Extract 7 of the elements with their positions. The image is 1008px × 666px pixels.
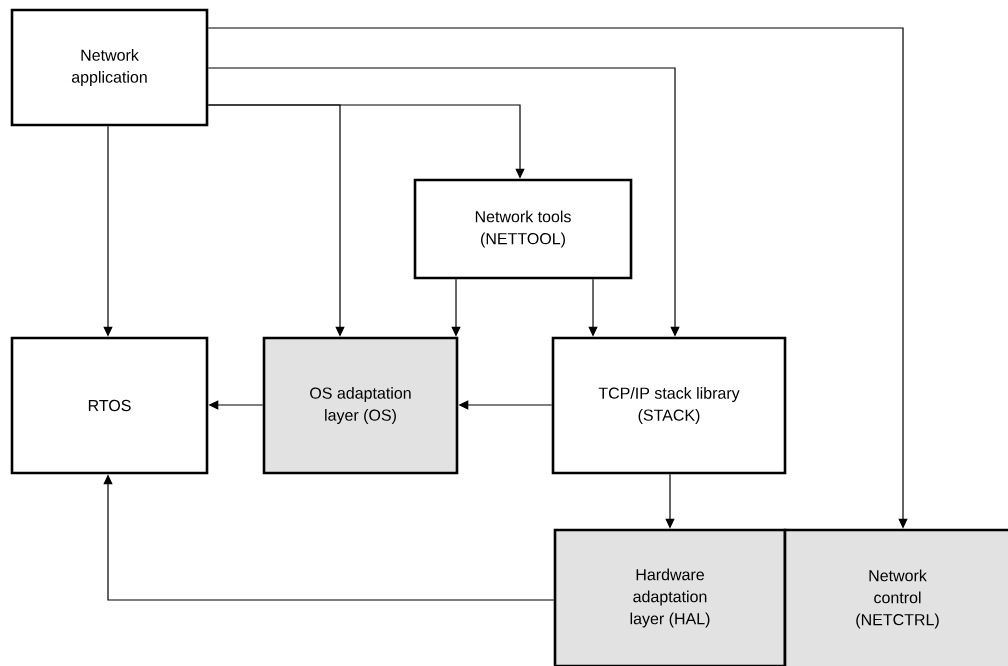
layer-box: Network control (NETCTRL) <box>783 528 1008 666</box>
layer-box: TCP/IP stack library (STACK) <box>551 336 787 475</box>
layer-box: Network application <box>10 8 209 127</box>
layer-box: Network tools (NETTOOL) <box>413 178 633 280</box>
layer-box: OS adaptation layer (OS) <box>262 336 459 475</box>
layer-box: Hardware adaptation layer (HAL) <box>553 528 787 666</box>
layer-box: RTOS <box>10 336 209 475</box>
